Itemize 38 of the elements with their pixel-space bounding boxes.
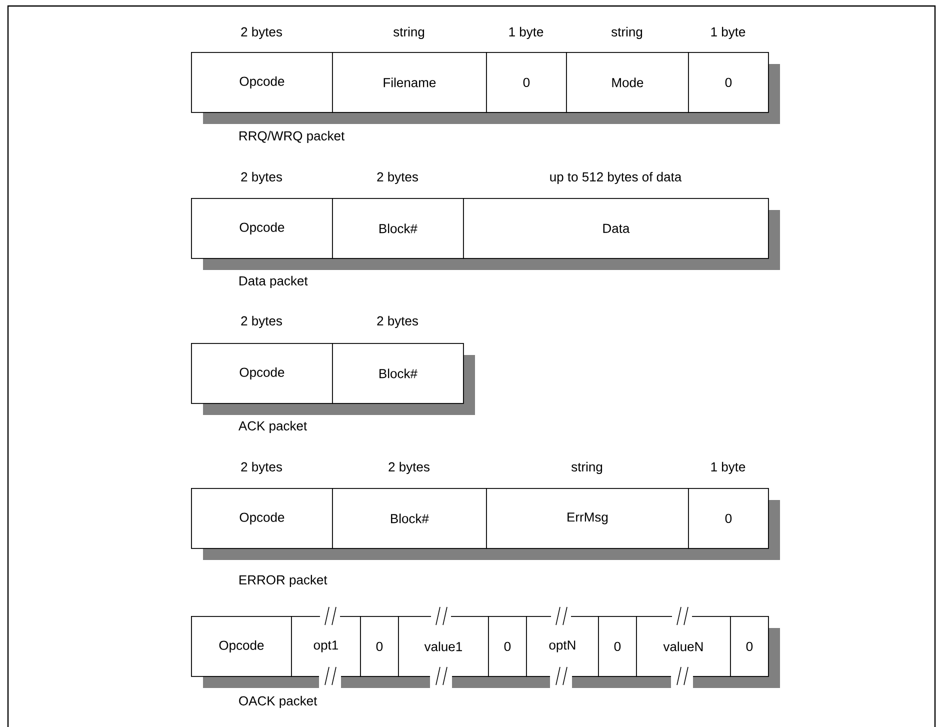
size-label: 1 byte xyxy=(711,26,746,40)
field-cell: 0 xyxy=(486,52,567,113)
size-label: 2 bytes xyxy=(241,26,282,40)
field-cell: 0 xyxy=(488,616,527,677)
field-cell: Opcode xyxy=(191,616,292,677)
size-label: 2 bytes xyxy=(388,462,430,474)
field-cell: Opcode xyxy=(191,488,333,549)
field-cell: 0 xyxy=(688,488,769,549)
field-cell: Filename xyxy=(332,52,487,113)
field-cell: Block# xyxy=(332,342,464,404)
packet-label: ERROR packet xyxy=(240,574,328,588)
size-label: 1 byte xyxy=(509,26,544,40)
field-cell: opt1 xyxy=(291,616,361,677)
size-label: string xyxy=(571,462,602,474)
size-label: string xyxy=(611,26,642,40)
size-label: 2 bytes xyxy=(241,316,282,328)
size-label: string xyxy=(393,26,424,40)
packet-label: Data packet xyxy=(240,276,308,288)
packet-label: ACK packet xyxy=(238,420,307,434)
size-label: 2 bytes xyxy=(241,462,282,474)
field-cell: Mode xyxy=(566,52,689,113)
field-cell: Opcode xyxy=(191,198,333,259)
size-label: 2 bytes xyxy=(241,172,282,184)
packet-label: RRQ/WRQ packet xyxy=(240,130,345,144)
size-label: 1 byte xyxy=(711,462,746,474)
size-label: up to 512 bytes of data xyxy=(550,172,682,184)
field-cell: 0 xyxy=(688,52,769,113)
field-cell: optN xyxy=(526,616,599,677)
field-cell: 0 xyxy=(730,616,769,677)
field-cell: Block# xyxy=(332,198,464,259)
packet-label: OACK packet xyxy=(239,696,318,708)
size-label: 2 bytes xyxy=(377,316,418,328)
field-cell: Opcode xyxy=(191,342,333,404)
field-cell: 0 xyxy=(360,616,399,677)
field-cell: Block# xyxy=(332,488,487,549)
field-cell: 0 xyxy=(598,616,637,677)
size-label: 2 bytes xyxy=(377,172,418,184)
field-cell: Opcode xyxy=(191,52,333,113)
